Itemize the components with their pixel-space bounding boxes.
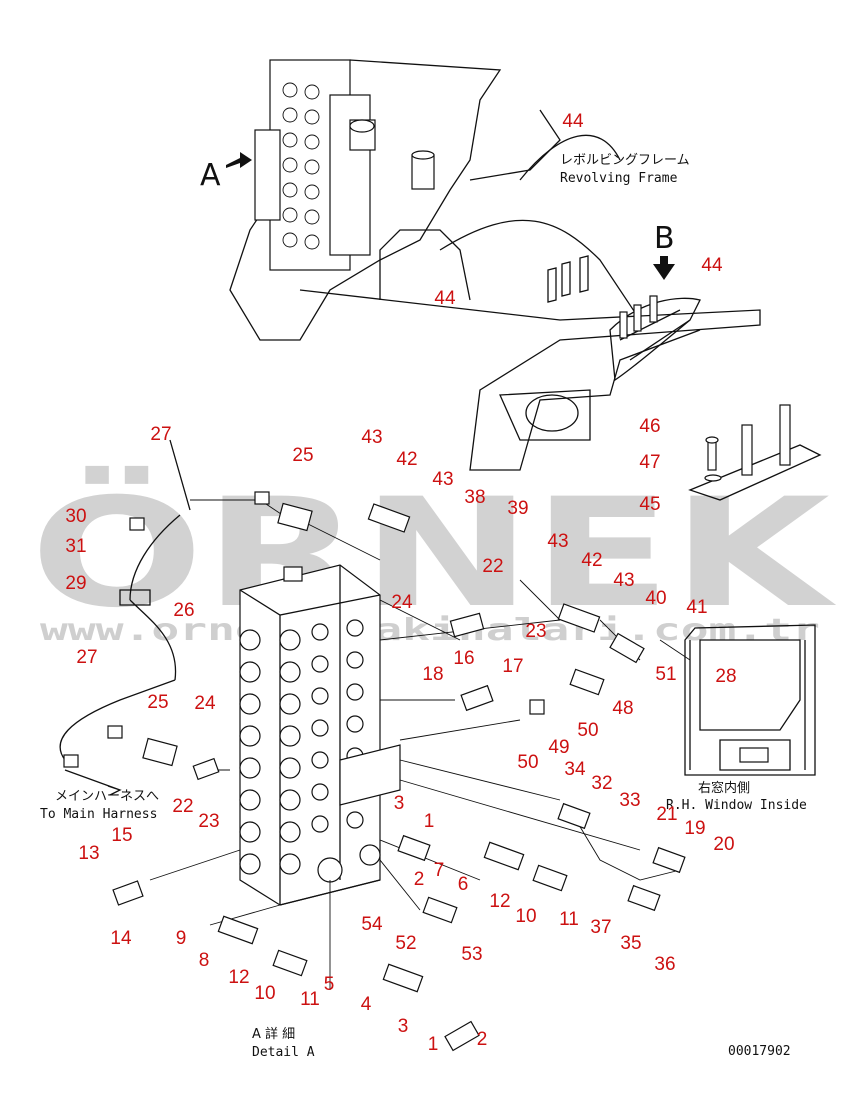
callout-22: 22 (172, 796, 193, 817)
main-harness-en: To Main Harness (40, 807, 157, 822)
view-a-arrow (226, 152, 252, 168)
callout-25: 25 (292, 445, 313, 466)
callout-44: 44 (434, 288, 456, 309)
callout-10: 10 (254, 983, 275, 1004)
callout-33: 33 (619, 790, 640, 811)
callout-3: 3 (398, 1016, 409, 1037)
callout-30: 30 (65, 506, 86, 527)
callout-34: 34 (564, 759, 586, 780)
wire-harness (59, 439, 270, 796)
callout-19: 19 (684, 818, 705, 839)
callout-11: 11 (300, 989, 320, 1010)
callout-27: 27 (76, 647, 97, 668)
callout-47: 47 (639, 452, 660, 473)
callout-46: 46 (639, 416, 660, 437)
callout-29: 29 (65, 573, 86, 594)
callout-43: 43 (361, 427, 382, 448)
callout-11: 11 (559, 909, 579, 930)
callout-12: 12 (489, 891, 510, 912)
callout-43: 43 (432, 469, 453, 490)
main-harness-jp: メインハーネスへ (55, 789, 159, 804)
callout-32: 32 (591, 773, 612, 794)
callout-42: 42 (581, 550, 602, 571)
callout-23: 23 (525, 621, 546, 642)
control-valve-main (239, 564, 401, 906)
callout-22: 22 (482, 556, 503, 577)
callout-28: 28 (715, 666, 736, 687)
callout-45: 45 (639, 494, 660, 515)
callout-24: 24 (391, 592, 413, 613)
window-jp: 右窓内側 (698, 780, 750, 796)
callout-36: 36 (654, 954, 675, 975)
drawing-number: 00017902 (728, 1044, 791, 1059)
callout-41: 41 (686, 597, 707, 618)
callout-4: 4 (361, 994, 372, 1015)
callout-1: 1 (424, 811, 435, 832)
callout-50: 50 (577, 720, 598, 741)
callout-15: 15 (111, 825, 132, 846)
callout-2: 2 (414, 869, 425, 890)
callout-25: 25 (147, 692, 168, 713)
detail-a-jp: A 詳 細 (252, 1026, 295, 1042)
callout-53: 53 (461, 944, 482, 965)
callout-31: 31 (65, 536, 86, 557)
detail-a-en: Detail A (252, 1045, 315, 1060)
callout-7: 7 (434, 860, 445, 881)
fittings (112, 502, 686, 1052)
callout-16: 16 (453, 648, 474, 669)
callout-2: 2 (477, 1029, 488, 1050)
view-b-label: B (654, 221, 675, 256)
callout-42: 42 (396, 449, 417, 470)
callout-20: 20 (713, 834, 734, 855)
revolving-frame-en: Revolving Frame (560, 171, 678, 186)
revolving-frame-illustration: A B レボルビングフレーム Revolving Frame (200, 59, 761, 471)
view-a-label: A (200, 158, 221, 193)
callout-43: 43 (547, 531, 568, 552)
valve-spool-ports (239, 619, 381, 883)
callout-44: 44 (701, 255, 723, 276)
callout-26: 26 (173, 600, 194, 621)
callout-51: 51 (655, 664, 676, 685)
callout-35: 35 (620, 933, 641, 954)
clamp-plate-assembly (688, 404, 822, 501)
callout-21: 21 (656, 804, 677, 825)
revolving-frame-jp: レボルビングフレーム (560, 153, 690, 168)
callout-14: 14 (110, 928, 132, 949)
callout-27: 27 (150, 424, 171, 445)
callout-13: 13 (78, 843, 99, 864)
callout-38: 38 (464, 487, 485, 508)
callout-39: 39 (507, 498, 528, 519)
callout-5: 5 (324, 974, 335, 995)
callout-8: 8 (199, 950, 210, 971)
callout-48: 48 (612, 698, 633, 719)
callout-6: 6 (458, 874, 469, 895)
callout-12: 12 (228, 967, 249, 988)
callout-52: 52 (395, 933, 416, 954)
callout-54: 54 (361, 914, 383, 935)
callout-9: 9 (176, 928, 187, 949)
callout-43: 43 (613, 570, 634, 591)
callout-37: 37 (590, 917, 611, 938)
callout-44: 44 (562, 111, 584, 132)
view-b-arrow (653, 256, 675, 280)
callout-50: 50 (517, 752, 538, 773)
callout-17: 17 (502, 656, 523, 677)
callout-23: 23 (198, 811, 219, 832)
window-inset (684, 624, 816, 776)
watermark-url: www.ornekismakinalari.com.tr (40, 613, 820, 648)
callout-10: 10 (515, 906, 536, 927)
callout-40: 40 (645, 588, 666, 609)
callout-49: 49 (548, 737, 569, 758)
callout-24: 24 (194, 693, 216, 714)
window-en: R.H. Window Inside (666, 798, 807, 813)
callout-18: 18 (422, 664, 443, 685)
control-valve-top (254, 59, 376, 271)
callout-1: 1 (428, 1034, 439, 1055)
callout-3: 3 (394, 793, 405, 814)
